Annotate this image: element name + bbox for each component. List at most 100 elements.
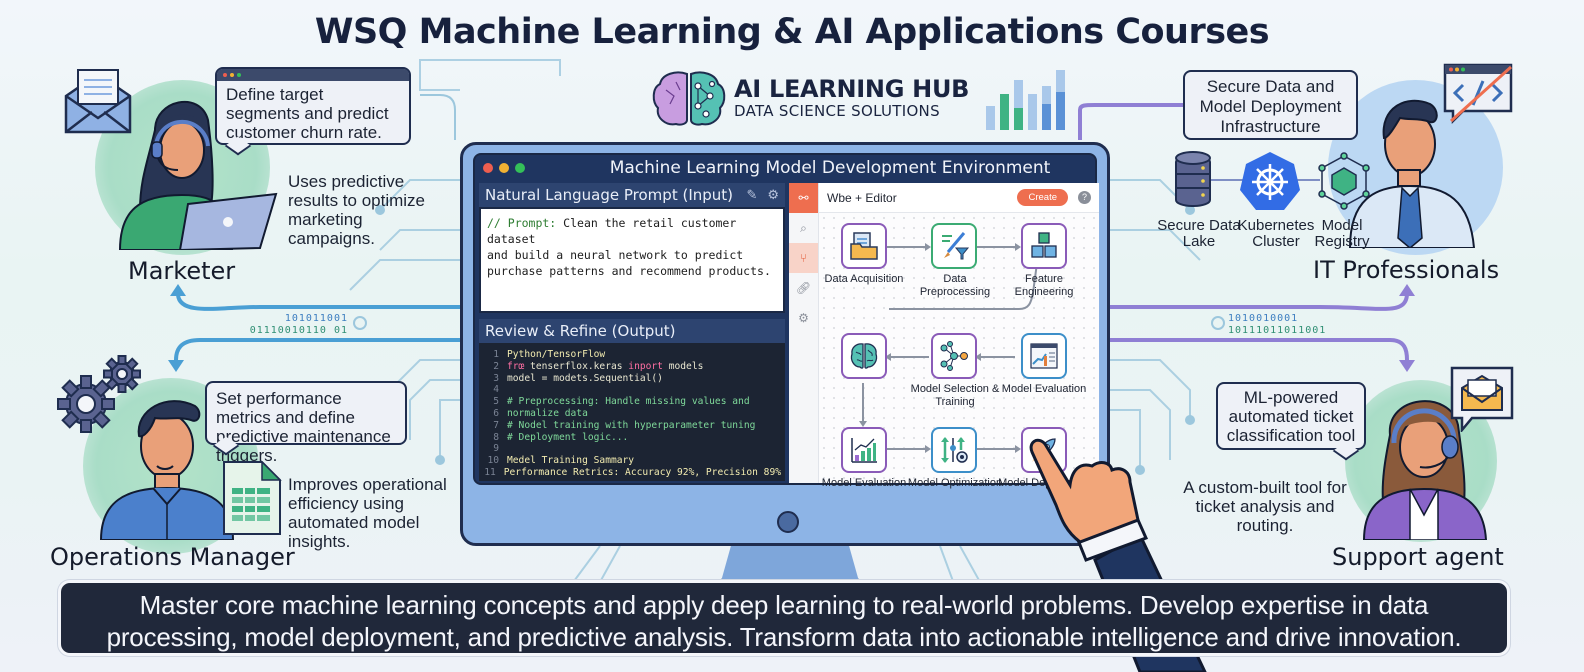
envelope-icon — [64, 69, 132, 134]
support-description: A custom-built tool for ticket analysis … — [1183, 478, 1347, 535]
banner-line: Master core machine learning concepts an… — [139, 590, 1429, 620]
support-bubble-text: ML-powered automated ticket classificati… — [1226, 388, 1356, 445]
node-model-optimization[interactable] — [931, 427, 977, 473]
arrow-down-icon — [168, 360, 184, 372]
node-model-evaluation-growth[interactable] — [841, 427, 887, 473]
ide-window: Machine Learning Model Development Envir… — [473, 153, 1099, 489]
logo: AI LEARNING HUB DATA SCIENCE SOLUTIONS — [652, 68, 969, 128]
node-model-selection[interactable] — [931, 333, 977, 379]
node-neural-network[interactable] — [841, 333, 887, 379]
infrastructure-icons — [1175, 151, 1370, 210]
prompt-input[interactable]: // Prompt: Clean the retail customer dat… — [479, 207, 785, 313]
node-label: Model Optimization — [907, 477, 1003, 489]
node-label: Data Preprocessing — [919, 273, 991, 298]
neural-brain-icon — [850, 343, 878, 369]
close-dot-icon[interactable] — [483, 163, 493, 173]
binary-text-left: 101011001 01110010110 01 — [249, 313, 348, 336]
it-avatar — [1348, 99, 1476, 248]
brain-icon — [652, 71, 726, 126]
editor-title: Wbe + Editor — [827, 190, 897, 205]
code-line: 5# Preprocessing: Handle missing values … — [493, 396, 750, 408]
link-icon[interactable]: 🔗︎ — [795, 281, 812, 295]
page-title: WSQ Machine Learning & AI Applications C… — [314, 12, 1270, 52]
pencil-icon[interactable]: ✎ — [746, 187, 758, 203]
workflow-editor: ⚯ ⌕ ⑂ 🔗︎ ⚙ Wbe + Editor Create ? — [789, 183, 1099, 489]
support-avatar — [1362, 400, 1488, 540]
output-panel-title: Review & Refine (Output) — [485, 322, 676, 340]
node-label: Feature Engineering — [1014, 273, 1074, 298]
left-pane: Natural Language Prompt (Input) ✎ ⚙ // P… — [479, 183, 785, 483]
it-role-label: IT Professionals — [1313, 256, 1500, 284]
cubes-icon — [1031, 232, 1057, 258]
gear-icon[interactable]: ⚙ — [767, 187, 779, 203]
prompt-line: Clean the retail customer dataset — [487, 216, 737, 246]
node-feature-engineering[interactable] — [1021, 223, 1067, 269]
minimize-dot-icon[interactable] — [499, 163, 509, 173]
operations-avatar — [99, 400, 235, 540]
help-icon[interactable]: ? — [1078, 191, 1091, 204]
operations-bubble-text: Set performance metrics and define predi… — [216, 389, 391, 465]
operations-speech-bubble: Set performance metrics and define predi… — [205, 381, 407, 465]
branch-icon[interactable]: ⑂ — [789, 243, 818, 273]
network-graph-icon — [940, 341, 968, 371]
marketer-speech-bubble: Define target segments and predict custo… — [215, 67, 411, 145]
input-panel-header: Natural Language Prompt (Input) ✎ ⚙ — [479, 183, 785, 207]
node-model-evaluation-report[interactable] — [1021, 333, 1067, 379]
marketer-avatar — [118, 101, 278, 250]
code-line: 9 — [493, 443, 499, 455]
workflow-connectors — [859, 243, 1038, 453]
node-label: Data Acquisition — [824, 273, 904, 285]
marketer-bubble-text: Define target segments and predict custo… — [226, 85, 389, 142]
prompt-line: and build a neural network to predict — [487, 248, 744, 262]
settings-icon[interactable]: ⚙ — [798, 311, 809, 325]
prompt-line: purchase patterns and recommend products… — [487, 264, 771, 278]
window-title: Machine Learning Model Development Envir… — [609, 158, 1051, 178]
output-panel-header: Review & Refine (Output) — [479, 319, 785, 343]
code-line: 8# Deployment logic... — [493, 431, 629, 443]
input-panel-title: Natural Language Prompt (Input) — [485, 186, 734, 204]
infra-label: Model Registry — [1314, 217, 1370, 250]
banner-line: processing, model deployment, and predic… — [106, 622, 1462, 652]
maximize-dot-icon[interactable] — [515, 163, 525, 173]
report-chart-icon — [1030, 343, 1058, 369]
workflow-icon[interactable]: ⚯ — [789, 183, 818, 213]
arrow-up-icon — [170, 284, 186, 296]
workflow-canvas[interactable]: Data Acquisition Data Preprocessing Feat… — [819, 213, 1099, 489]
monitor: Machine Learning Model Development Envir… — [460, 142, 1110, 546]
create-button[interactable]: Create — [1017, 189, 1068, 206]
search-icon[interactable]: ⌕ — [800, 220, 807, 235]
summary-banner: Master core machine learning concepts an… — [58, 580, 1510, 656]
code-line: 7# Nodel training with hyperparameter tu… — [493, 419, 756, 431]
logo-name: AI LEARNING HUB — [734, 75, 970, 103]
node-data-acquisition[interactable] — [841, 223, 887, 269]
growth-chart-icon — [851, 438, 877, 463]
logo-tagline: DATA SCIENCE SOLUTIONS — [734, 102, 940, 120]
code-window-icon — [1443, 63, 1513, 125]
monitor-stand — [720, 545, 860, 585]
marketer-description: Uses predictive results to optimize mark… — [288, 172, 425, 248]
marketer-role-label: Marketer — [128, 257, 236, 285]
editor-toolbar: Wbe + Editor Create ? — [819, 183, 1099, 213]
operations-role-label: Operations Manager — [50, 543, 295, 571]
infra-label: Kubernetes Cluster — [1237, 217, 1315, 250]
node-data-preprocessing[interactable] — [931, 223, 977, 269]
it-callout-text: Secure Data and Model Deployment Infrast… — [1199, 77, 1342, 136]
gears-icon — [57, 355, 141, 433]
database-icon — [1175, 151, 1211, 207]
brush-filter-icon — [942, 232, 970, 260]
it-callout-box: Secure Data and Model Deployment Infrast… — [1183, 70, 1358, 140]
window-titlebar: Machine Learning Model Development Envir… — [475, 155, 1095, 181]
node-label: Model Evaluation — [1001, 383, 1087, 395]
support-role-label: Support agent — [1332, 543, 1504, 571]
node-label: Model Selection & Training — [910, 383, 1000, 408]
binary-text-right: 1010010001 10111011011001 — [1228, 313, 1327, 336]
operations-description: Improves operational efficiency using au… — [288, 475, 447, 551]
sliders-gear-icon — [941, 437, 968, 463]
